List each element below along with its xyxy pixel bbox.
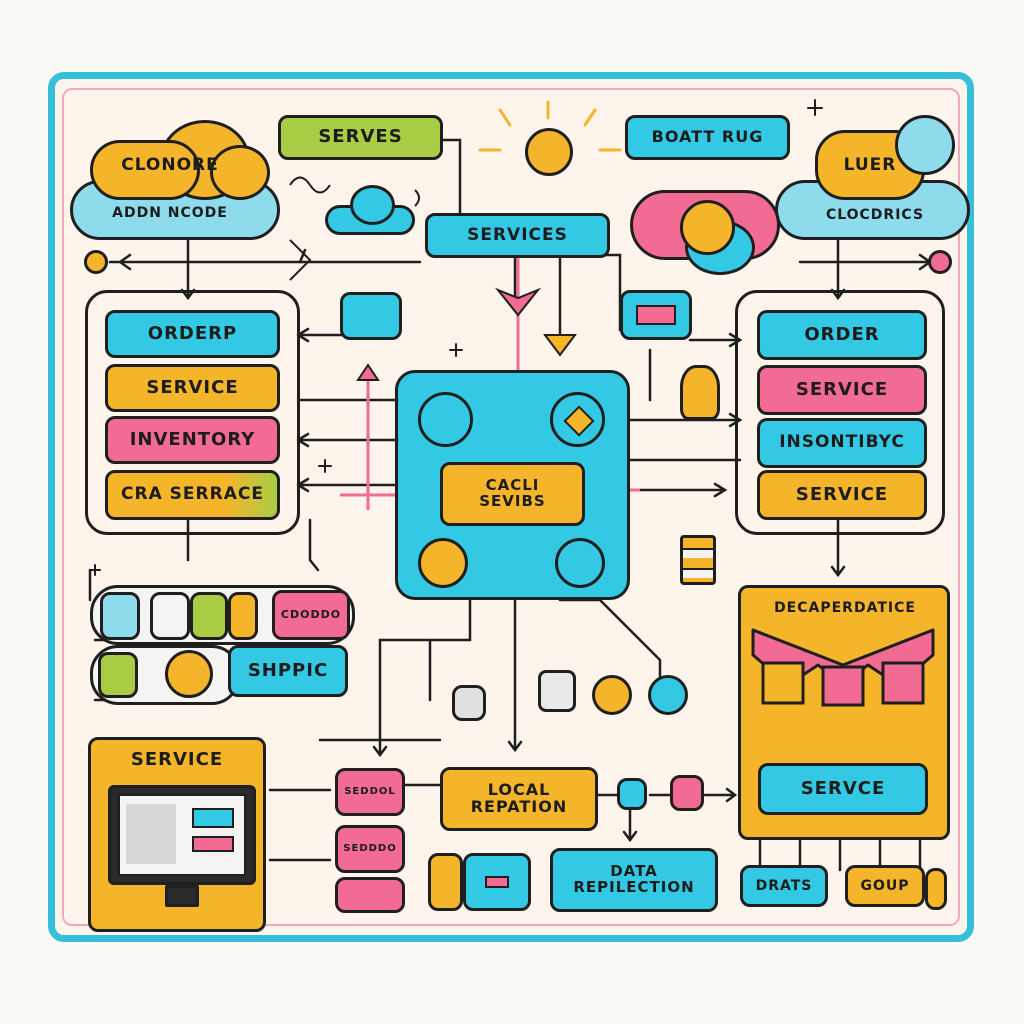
left-service-panel	[85, 290, 300, 535]
left-panel-item-3[interactable]: INVENTORY	[105, 416, 280, 464]
right-panel-item-3[interactable]: INSONTIBYC	[757, 418, 927, 468]
right-panel-item-2[interactable]: SERVICE	[757, 365, 927, 415]
cloud-top-right-subtitle: CLOCDRICS	[825, 206, 925, 223]
bottom-small-box-1[interactable]: SEDDOL	[335, 768, 405, 816]
cloud-top-left-subtitle: ADDN NCODE	[112, 204, 228, 221]
right-panel-item-1[interactable]: ORDER	[757, 310, 927, 360]
bottom-small-box-2[interactable]: SEDDDO	[335, 825, 405, 873]
local-repation-box[interactable]: LOCAL REPATION	[440, 767, 598, 831]
local-repation-line1: LOCAL	[487, 780, 551, 800]
camera-icon	[538, 670, 576, 712]
right-panel-item-4[interactable]: SERVICE	[757, 470, 927, 520]
bottom-small-box-3	[335, 877, 405, 913]
bottom-block-small-b	[670, 775, 704, 811]
connector-top-left	[108, 248, 307, 271]
sun-icon	[525, 128, 573, 176]
connector-node-left	[84, 250, 108, 274]
core-node-bottom-right	[555, 538, 605, 588]
data-replication-line1: DATA	[610, 862, 658, 881]
cloud-top-left-title: CLONORE	[121, 155, 219, 176]
services-box[interactable]: SERVICES	[425, 213, 610, 258]
left-panel-item-2[interactable]: SERVICE	[105, 364, 280, 412]
bowtie-icon	[751, 628, 935, 707]
yellow-dot	[592, 675, 632, 715]
diagram-inner-border	[62, 88, 960, 926]
data-replication-line2: REPILECTION	[573, 878, 695, 896]
cube-icon-small	[452, 685, 486, 721]
stack-label-box[interactable]: CDODDO	[272, 590, 350, 640]
stack-block-2	[150, 592, 190, 640]
connector-node-right	[928, 250, 952, 274]
monitor-icon-small	[620, 290, 692, 340]
mug-icon	[680, 365, 720, 420]
cloud-icon	[325, 185, 415, 235]
cube-icon	[680, 535, 716, 585]
gear-icon	[630, 175, 780, 275]
center-core-label-line2: SEVIBS	[479, 492, 546, 510]
stack-block-5	[98, 652, 138, 698]
bottom-block-yellow-a	[428, 853, 463, 911]
monitor-icon	[108, 785, 256, 885]
chat-box-icon	[340, 292, 402, 340]
stack-block-1	[100, 592, 140, 640]
stack-block-4	[228, 592, 258, 640]
center-core-label[interactable]: CACLI SEVIBS	[440, 462, 585, 526]
core-node-bottom-left	[418, 538, 468, 588]
stack-node-circle	[165, 650, 213, 698]
goup-side-box	[925, 868, 947, 910]
bottom-block-cyan	[463, 853, 531, 911]
shppic-box[interactable]: SHPPIC	[228, 645, 348, 697]
center-core-label-line1: CACLI	[485, 476, 540, 495]
boatt-rug-box[interactable]: BOATT RUG	[625, 115, 790, 160]
cyan-dot	[648, 675, 688, 715]
core-node-top-right	[550, 392, 605, 447]
local-repation-line2: REPATION	[470, 797, 568, 816]
data-replication-box[interactable]: DATA REPILECTION	[550, 848, 718, 912]
monitor-stand	[165, 885, 199, 907]
stack-block-3	[190, 592, 228, 640]
cloud-top-left	[70, 110, 280, 240]
service-card-title: SERVICE	[130, 748, 224, 770]
cloud-top-right	[775, 110, 970, 240]
bottom-block-small-a	[617, 778, 647, 810]
right-block-service[interactable]: SERVCE	[758, 763, 928, 815]
core-node-top-left	[418, 392, 473, 447]
left-panel-item-1[interactable]: ORDERP	[105, 310, 280, 358]
cloud-top-right-title: LUER	[843, 155, 897, 176]
goup-box[interactable]: GOUP	[845, 865, 925, 907]
drats-box[interactable]: DRATS	[740, 865, 828, 907]
right-block-title: DECAPERDATICE	[774, 599, 916, 616]
serves-box[interactable]: SERVES	[278, 115, 443, 160]
right-service-panel	[735, 290, 945, 535]
left-panel-item-4[interactable]: CRA SERRACE	[105, 470, 280, 520]
